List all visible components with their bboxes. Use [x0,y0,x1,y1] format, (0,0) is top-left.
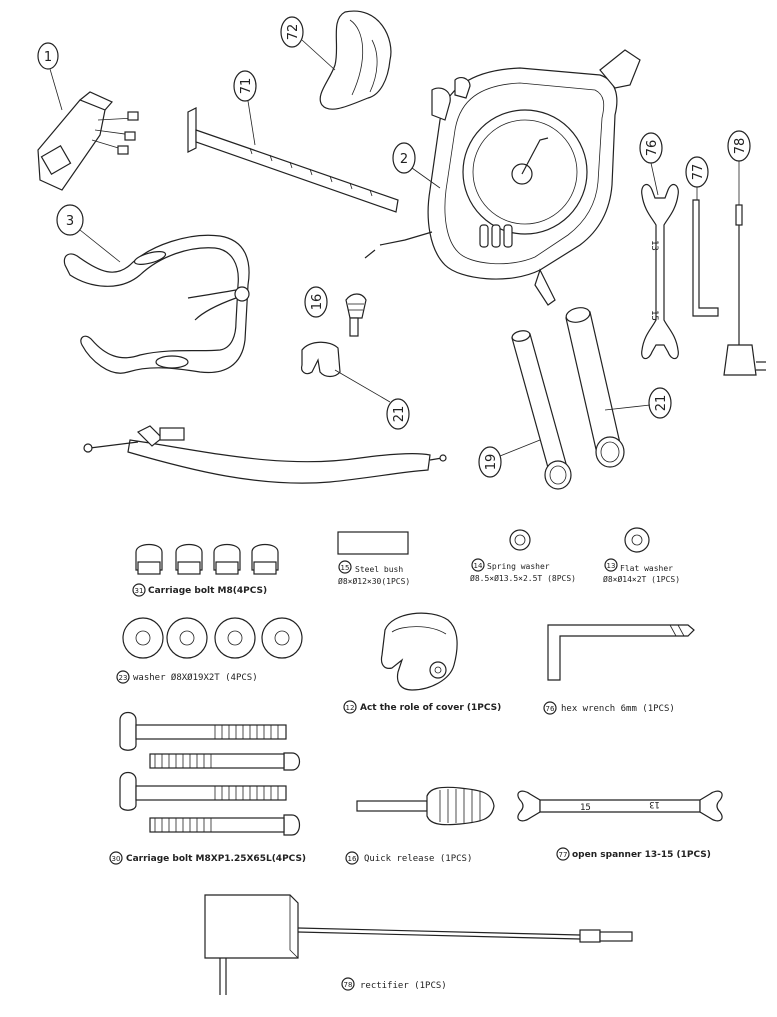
callout-77: 77 [685,156,709,200]
svg-text:76: 76 [546,705,555,713]
callout-number: 72 [286,24,301,41]
svg-text:Steel bush: Steel bush [355,565,403,574]
callout-21-left: 21 [334,369,410,430]
hw-carriage-bolts [119,711,301,836]
hw-open-spanner: 15 13 [517,790,723,822]
callout-19: 19 [478,439,541,478]
spanner-mark: 13 [649,240,659,251]
hw-label-washer: 23 washer Ø8XØ19X2T (4PCS) [116,670,258,684]
hw-label-open-spanner: 77 open spanner 13-15 (1PCS) [556,847,711,861]
callout-78: 78 [727,130,751,205]
svg-text:78: 78 [344,981,353,989]
callout-number: 71 [239,78,254,95]
callout-1: 1 [37,42,63,111]
hw-steel-bush [337,531,409,555]
callout-16: 16 [304,286,328,318]
callout-21-right: 21 [604,387,672,419]
callout-number: 19 [484,454,499,471]
spanner-mark: 15 [580,803,591,813]
svg-text:12: 12 [346,704,355,712]
hw-spring-washer [509,529,531,551]
part-handlebar [63,234,250,374]
hw-label-hex-wrench: 76 hex wrench 6mm (1PCS) [543,701,675,715]
part-seat-post [187,107,399,213]
svg-text:13: 13 [607,562,616,570]
callout-71: 71 [233,70,257,146]
hw-label-spring-washer: 14 Spring washer Ø8.5×Ø13.5×2.5T (8PCS) [470,558,576,583]
hw-washers [122,617,303,659]
part-bushing [301,341,341,378]
part-front-stabilizer [511,330,572,490]
hw-label-steel-bush: 15 Steel bush Ø8×Ø12×30(1PCS) [338,560,410,586]
part-console [37,91,139,191]
svg-text:30: 30 [112,855,121,863]
part-adapter [723,204,766,376]
hw-label-quick-release: 16 Quick release (1PCS) [345,851,472,865]
callout-3: 3 [56,204,121,263]
svg-text:Quick release (1PCS): Quick release (1PCS) [364,854,472,864]
hw-label-flat-washer: 13 Flat washer Ø8×Ø14×2T (1PCS) [603,558,680,584]
hw-label-carriage-bolt-m8: 31 Carriage bolt M8(4PCS) [132,583,267,597]
part-seat [319,10,392,110]
svg-text:Flat washer: Flat washer [620,564,673,573]
svg-text:Ø8×Ø12×30(1PCS): Ø8×Ø12×30(1PCS) [338,576,410,586]
hw-rectifier [204,894,633,995]
svg-text:Carriage bolt M8(4PCS): Carriage bolt M8(4PCS) [148,586,267,596]
svg-text:washer Ø8XØ19X2T (4PCS): washer Ø8XØ19X2T (4PCS) [133,672,258,683]
hw-label-rectifier: 78 rectifier (1PCS) [341,977,447,991]
spanner-mark: 15 [649,310,659,321]
part-main-tube [83,425,447,484]
hw-cover [380,612,458,691]
svg-text:15: 15 [341,564,350,572]
svg-text:14: 14 [474,562,483,570]
svg-text:open spanner 13-15 (1PCS): open spanner 13-15 (1PCS) [572,850,711,860]
callout-number: 2 [400,152,408,167]
hw-acorn-nuts [135,543,279,575]
hw-label-cover: 12 Act the role of cover (1PCS) [343,700,501,714]
callout-number: 1 [44,50,52,65]
spanner-mark: 13 [649,799,660,809]
callout-number: 3 [66,214,74,229]
svg-text:16: 16 [348,855,357,863]
hw-hex-wrench [547,624,695,681]
part-spanner-top: 13 15 [641,183,679,360]
hw-flat-washer [624,527,650,553]
callout-2: 2 [392,142,441,189]
svg-text:23: 23 [119,674,128,682]
part-hex-key [692,199,719,317]
part-rear-stabilizer [565,307,625,468]
svg-text:31: 31 [135,587,144,595]
hw-quick-release [356,786,495,826]
svg-text:Carriage bolt M8XP1.25X65L(4PC: Carriage bolt M8XP1.25X65L(4PCS) [126,854,306,864]
hw-label-carriage-bolt-long: 30 Carriage bolt M8XP1.25X65L(4PCS) [109,851,306,865]
part-quick-release-top [345,293,367,337]
callout-number: 78 [733,138,748,155]
svg-text:Ø8×Ø14×2T (1PCS): Ø8×Ø14×2T (1PCS) [603,574,680,584]
svg-text:77: 77 [559,851,568,859]
svg-text:Act the role of cover (1PCS): Act the role of cover (1PCS) [360,703,501,713]
svg-text:hex wrench 6mm (1PCS): hex wrench 6mm (1PCS) [561,704,675,714]
callout-76: 76 [639,132,663,196]
callout-number: 21 [654,395,669,412]
callout-72: 72 [280,16,336,71]
callout-number: 21 [392,406,407,423]
callout-number: 16 [310,294,325,311]
svg-text:Ø8.5×Ø13.5×2.5T (8PCS): Ø8.5×Ø13.5×2.5T (8PCS) [470,573,576,583]
callout-number: 77 [691,164,706,181]
svg-text:Spring washer: Spring washer [487,562,550,571]
part-main-frame [364,49,641,306]
callout-number: 76 [645,140,660,157]
svg-text:rectifier (1PCS): rectifier (1PCS) [360,981,447,991]
